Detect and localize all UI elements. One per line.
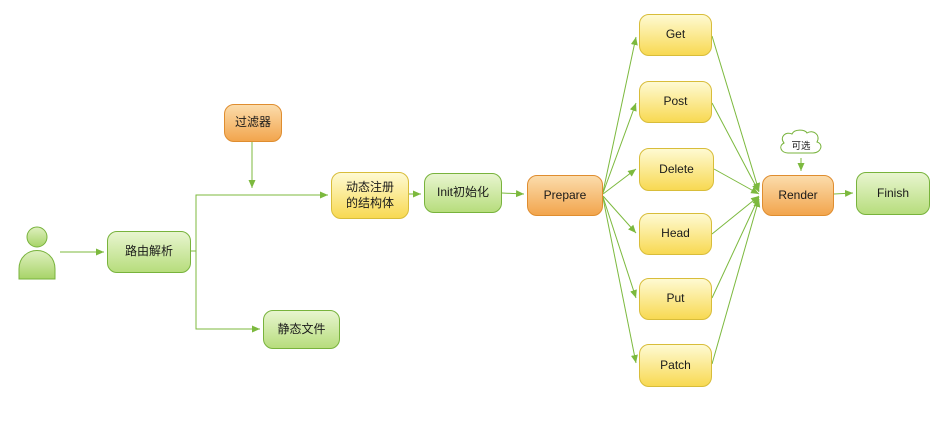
connector-prepare-get [602,36,638,193]
connector-patch-render [711,198,761,365]
node-patch: Patch [639,344,712,387]
node-put: Put [639,278,712,320]
connector-prepare-delete [602,168,637,195]
connector-post-render [711,102,760,193]
node-delete: Delete [639,148,714,191]
node-filter: 过滤器 [224,104,282,142]
connector-prepare-put [602,196,637,299]
connector-init-prepare [501,190,525,198]
node-dynamic-struct: 动态注册的结构体 [331,172,409,219]
node-head: Head [639,213,712,255]
connector-head-render [711,195,760,235]
connector-route-static [191,250,260,333]
user-icon [15,226,59,280]
optional-cloud: 可选 [777,129,825,159]
node-init: Init初始化 [424,173,502,213]
node-get: Get [639,14,712,56]
connector-prepare-post [602,102,637,194]
optional-cloud-label: 可选 [791,141,811,152]
connector-delete-render [713,168,760,195]
node-finish: Finish [856,172,930,215]
node-prepare: Prepare [527,175,603,216]
cloud-icon [780,129,822,154]
connector-route-struct [191,191,328,252]
node-render: Render [762,175,834,216]
node-route-parse: 路由解析 [107,231,191,273]
connector-render-finish [833,189,854,197]
connector-prepare-patch [602,197,638,364]
connector-prepare-head [602,195,637,234]
node-static-files: 静态文件 [263,310,340,349]
connector-put-render [711,196,760,299]
connector-get-render [711,35,761,192]
node-post: Post [639,81,712,123]
